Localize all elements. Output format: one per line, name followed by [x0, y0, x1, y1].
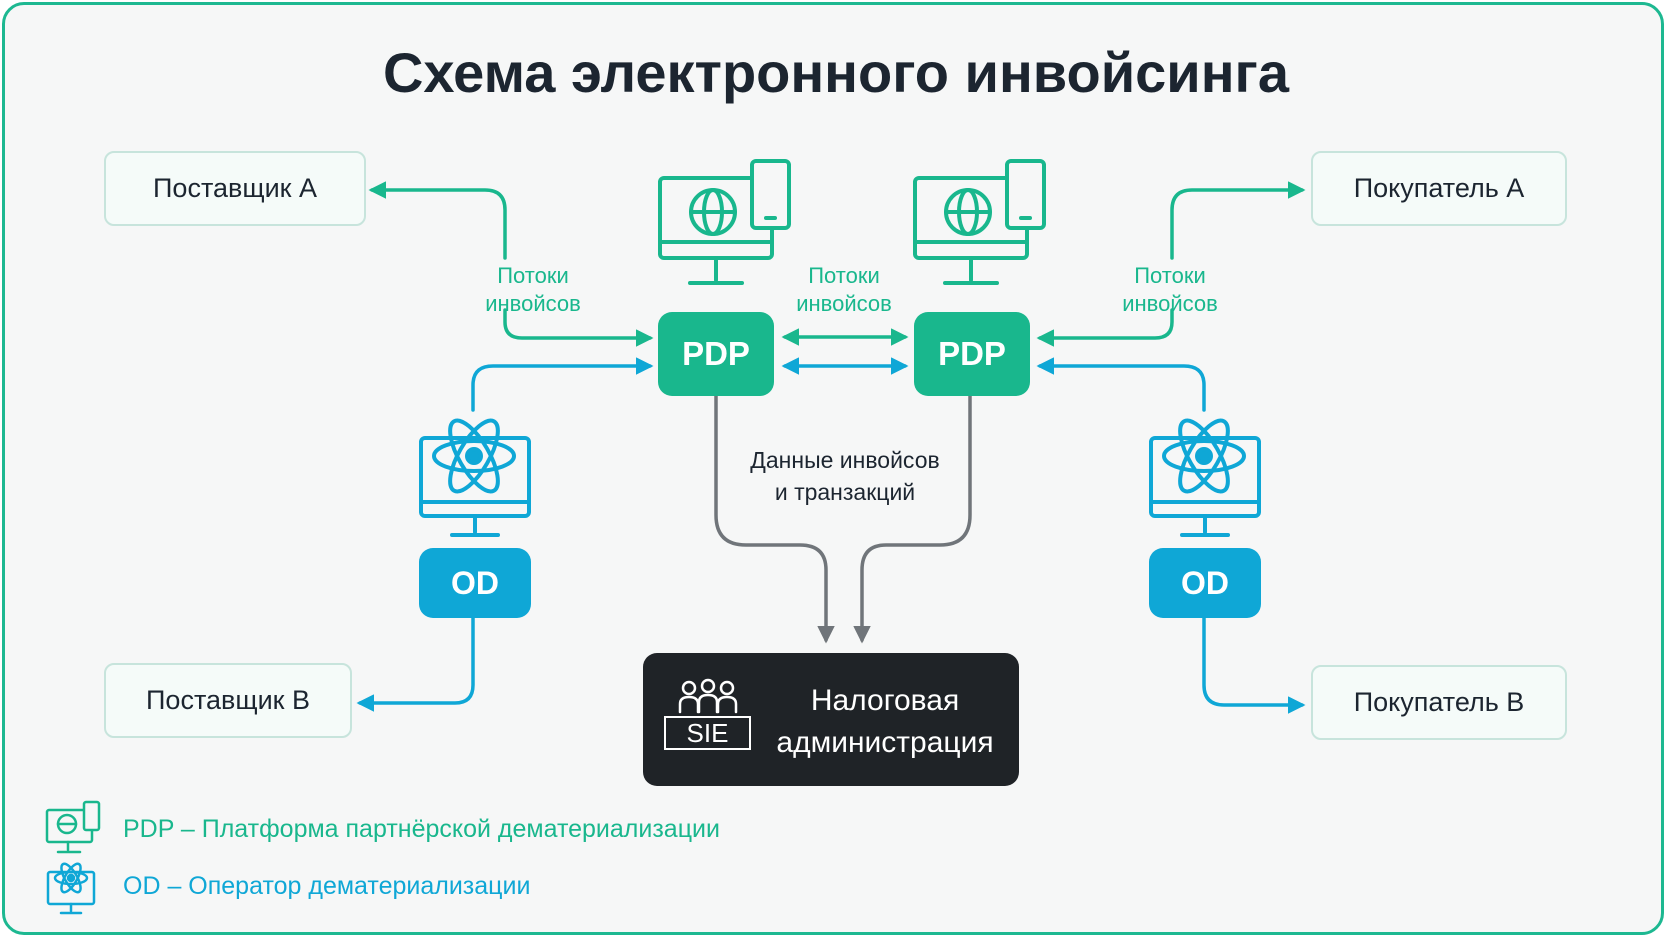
arrow-flow-into-pdp-left	[503, 308, 654, 347]
flow-label-left: Потоки инвойсов	[485, 263, 581, 316]
arrow-od-right-to-buyer-b	[1202, 614, 1306, 714]
arrow-pdp-left-to-tax	[714, 394, 835, 644]
monitor-globe-phone-icon	[658, 159, 791, 285]
arrow-od-right-to-pdp-right	[1036, 357, 1206, 412]
buyer-b-box: Покупатель В	[1311, 665, 1567, 740]
legend-pdp-text: PDP – Платформа партнёрской дематериализ…	[123, 815, 720, 843]
page-title: Схема электронного инвойсинга	[382, 41, 1289, 104]
supplier-a-box: Поставщик А	[104, 151, 366, 226]
od-left-node: OD	[419, 548, 531, 618]
od-right-node: OD	[1149, 548, 1261, 618]
arrow-flow-into-pdp-right	[1036, 308, 1174, 347]
legend-od-icon	[46, 862, 96, 915]
supplier-b-box: Поставщик В	[104, 663, 352, 738]
flow-label-middle: Потоки инвойсов	[796, 263, 892, 316]
flow-label-right: Потоки инвойсов	[1122, 263, 1218, 316]
tax-administration-label: Налоговая администрация	[776, 684, 994, 759]
monitor-atom-icon	[1149, 418, 1261, 537]
arrow-pdp-to-buyer-a	[1170, 181, 1306, 260]
arrow-pdp-to-supplier-a	[368, 181, 507, 260]
tax-administration-box	[643, 653, 1019, 786]
pdp-left-node: PDP	[658, 312, 774, 396]
arrow-od-left-to-supplier-b	[356, 614, 475, 712]
monitor-atom-icon	[419, 418, 531, 537]
arrow-pdp-right-to-tax	[853, 394, 972, 644]
arrow-od-left-to-pdp-left	[471, 357, 654, 412]
legend-pdp-icon	[45, 800, 101, 854]
sie-badge: SIE	[664, 716, 751, 750]
monitor-globe-phone-icon	[913, 159, 1046, 285]
buyer-a-box: Покупатель А	[1311, 151, 1567, 226]
legend-od-text: OD – Оператор дематериализации	[123, 872, 531, 900]
data-flow-label: Данные инвойсов и транзакций	[750, 447, 940, 505]
pdp-right-node: PDP	[914, 312, 1030, 396]
